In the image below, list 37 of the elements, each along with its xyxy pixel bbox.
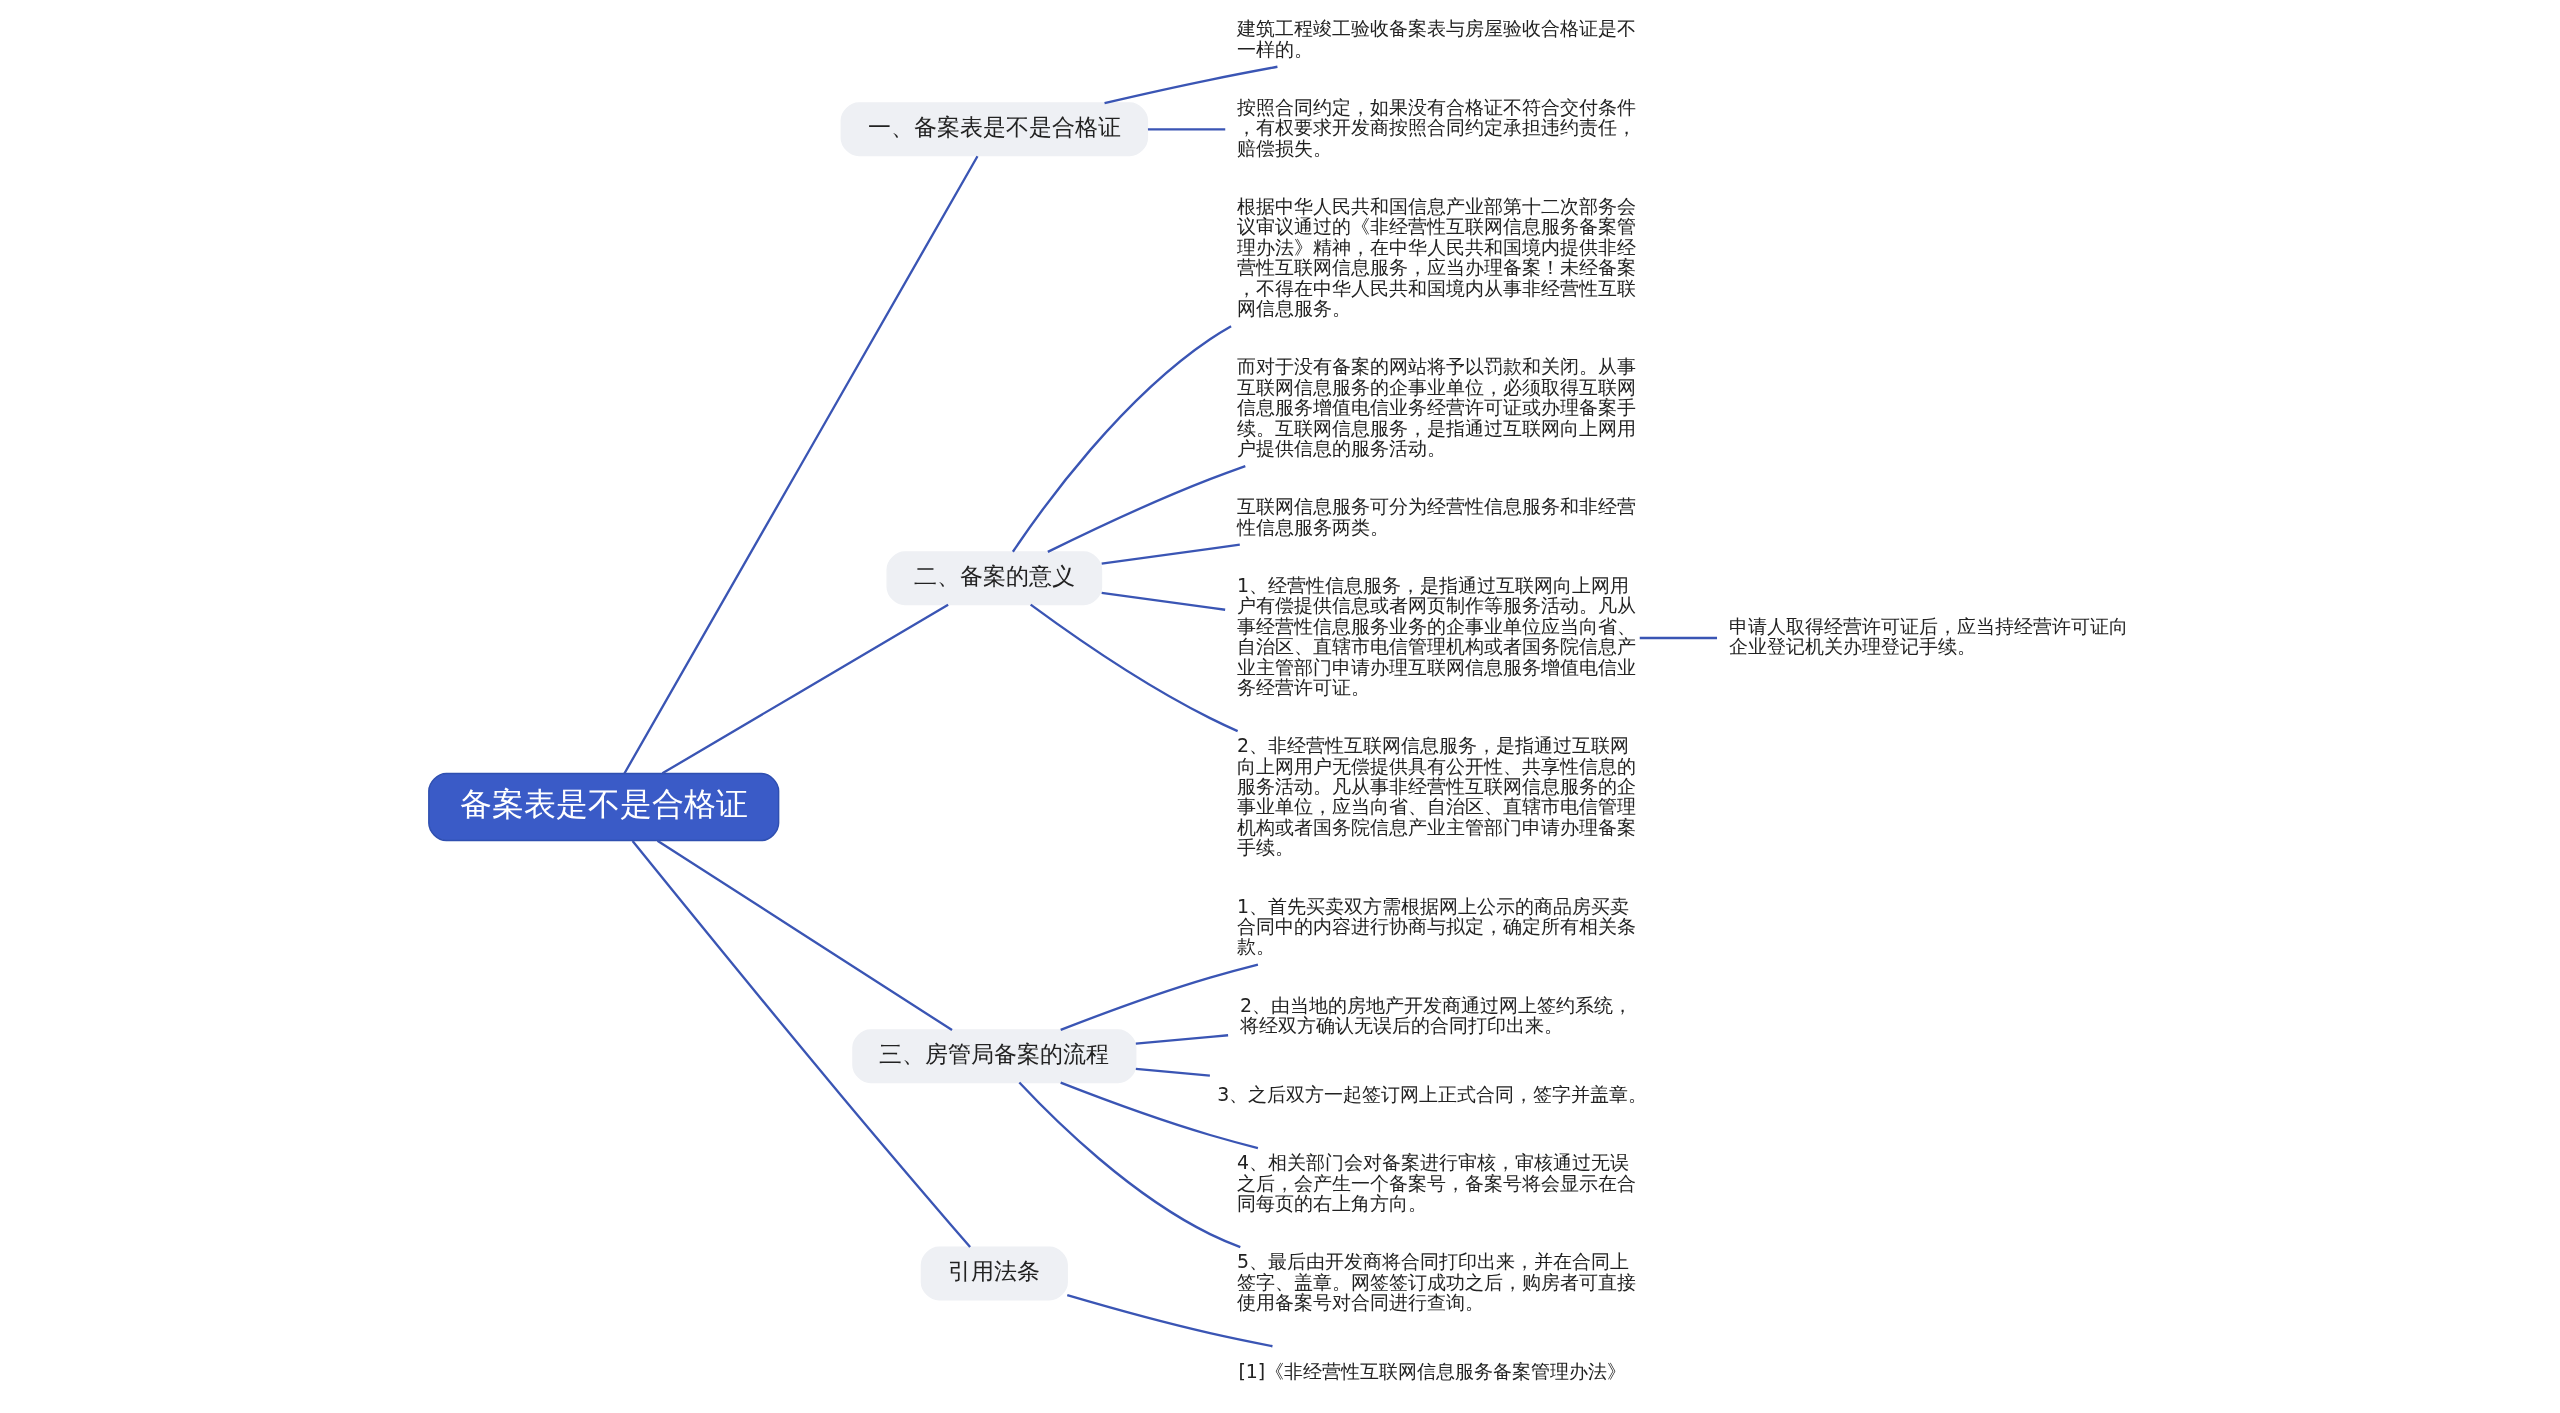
connector [1104,65,1278,105]
connector [1135,1067,1210,1077]
connector [1018,1081,1241,1249]
connector [1030,603,1239,733]
connector [623,155,979,775]
node-text: 而对于没有备案的网站将予以罚款和关闭。从事互联网信息服务的企事业单位，必须取得互联网信息服务增值电信业务经营许可证或办理备案手续。互联网信息服务，是指通过互联网向上网用户提供信息的服务活动。 [1237,355,1636,459]
node-text: [1]《非经营性互联网信息服务备案管理办法》 [1238,1359,1627,1382]
node-text: 按照合同约定，如果没有合格证不符合交付条件，有权要求开发商按照合同约定承担违约责任，赔偿损失。 [1237,95,1636,159]
node-text: 2、由当地的房地产开发商通过网上签约系统，将经双方确认无误后的合同打印出来。 [1239,993,1632,1037]
node-text: 5、最后由开发商将合同打印出来，并在合同上签字、盖章。网签签订成功之后，购房者可直接使用备案号对合同进行查询。 [1237,1250,1636,1314]
node-text: 4、相关部门会对备案进行审核，审核通过无误之后，会产生一个备案号，备案号将会显示在合同每页的右上角方向。 [1237,1151,1636,1214]
node-box: 二、备案的意义 [886,551,1103,606]
node-text: 1、首先买卖双方需根据网上公示的商品房买卖合同中的内容进行协商与拟定，确定所有相关条款。 [1237,894,1636,958]
connector [1047,464,1246,553]
node-text: 3、之后双方一起签订网上正式合同，签字并盖章。 [1217,1082,1648,1105]
connector [1639,636,1718,640]
connector [631,840,971,1248]
connector [1101,543,1240,565]
connector [1101,591,1226,611]
node-box: 三、房管局备案的流程 [852,1029,1137,1084]
connector [1060,1081,1259,1150]
node-text: 1、经营性信息服务，是指通过互联网向上网用户有偿提供信息或者网页制作等服务活动。凡从事经营性信息服务业务的企事业单位应当向省、自治区、直辖市电信管理机构或者国务院信息产业主管部门申请办理互联网信息服务增值电信业务经营许可证。 [1237,573,1636,698]
node-text: 建筑工程竣工验收备案表与房屋验收合格证是不一样的。 [1237,17,1636,60]
node-text: 2、非经营性互联网信息服务，是指通过互联网向上网用户无偿提供具有公开性、共享性信息的服务活动。凡从事非经营性互联网信息服务的企事业单位，应当向省、自治区、直辖市电信管理机构或者国务院信息产业主管部门申请办理备案手续。 [1237,734,1636,859]
connector [1147,128,1226,131]
node-text: 互联网信息服务可分为经营性信息服务和非经营性信息服务两类。 [1237,495,1636,538]
connector [661,603,949,775]
connector [1135,1034,1229,1045]
node-box: 一、备案表是不是合格证 [840,102,1149,157]
node-text: 申请人取得经营许可证后，应当持经营许可证向企业登记机关办理登记手续。 [1728,614,2128,658]
connector [656,839,953,1032]
connector [1011,325,1232,553]
node-box: 引用法条 [920,1246,1068,1301]
connector [1060,963,1259,1031]
connector [1066,1294,1273,1348]
node-text: 根据中华人民共和国信息产业部第十二次部务会议审议通过的《非经营性互联网信息服务备案管理办法》精神，在中华人民共和国境内提供非经营性互联网信息服务，应当办理备案！未经备案，不得在中华人民共和国境内从事非经营性互联网信息服务。 [1237,195,1636,320]
node-box: 备案表是不是合格证 [428,772,780,842]
